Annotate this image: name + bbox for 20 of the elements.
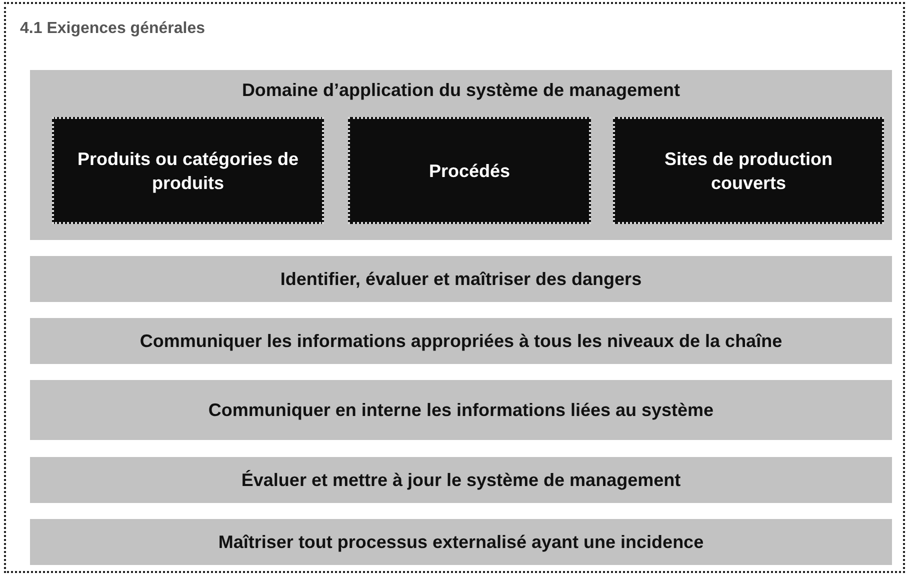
- requirement-bar: [30, 457, 892, 503]
- dotted-frame: [4, 2, 905, 573]
- scope-box: [348, 117, 591, 224]
- requirement-text: Maîtriser tout processus externalisé ayant une incidence: [218, 532, 704, 552]
- requirement-bar: [30, 256, 892, 302]
- requirement-bar: [30, 519, 892, 565]
- requirement-bar: [30, 318, 892, 364]
- requirement-text: Identifier, évaluer et maîtriser des dangers: [280, 268, 642, 290]
- requirement-text: Évaluer et mettre à jour le système de management: [241, 470, 681, 490]
- box-label: Procédés: [428, 160, 510, 182]
- box-label: Sites de production couverts: [663, 148, 834, 194]
- scope-box: [52, 117, 324, 224]
- box-label: Produits ou catégories de produits: [76, 148, 300, 194]
- requirement-text: Communiquer en interne les informations liées au système: [208, 400, 714, 420]
- scope-box: [613, 117, 884, 224]
- panel-heading: Domaine d’application du système de management: [240, 80, 682, 101]
- requirement-text: Communiquer les informations appropriées à tous les niveaux de la chaîne: [140, 330, 782, 352]
- requirement-bar: [30, 380, 892, 440]
- scope-panel: [30, 70, 892, 240]
- section-heading: 4.1 Exigences générales: [20, 20, 205, 38]
